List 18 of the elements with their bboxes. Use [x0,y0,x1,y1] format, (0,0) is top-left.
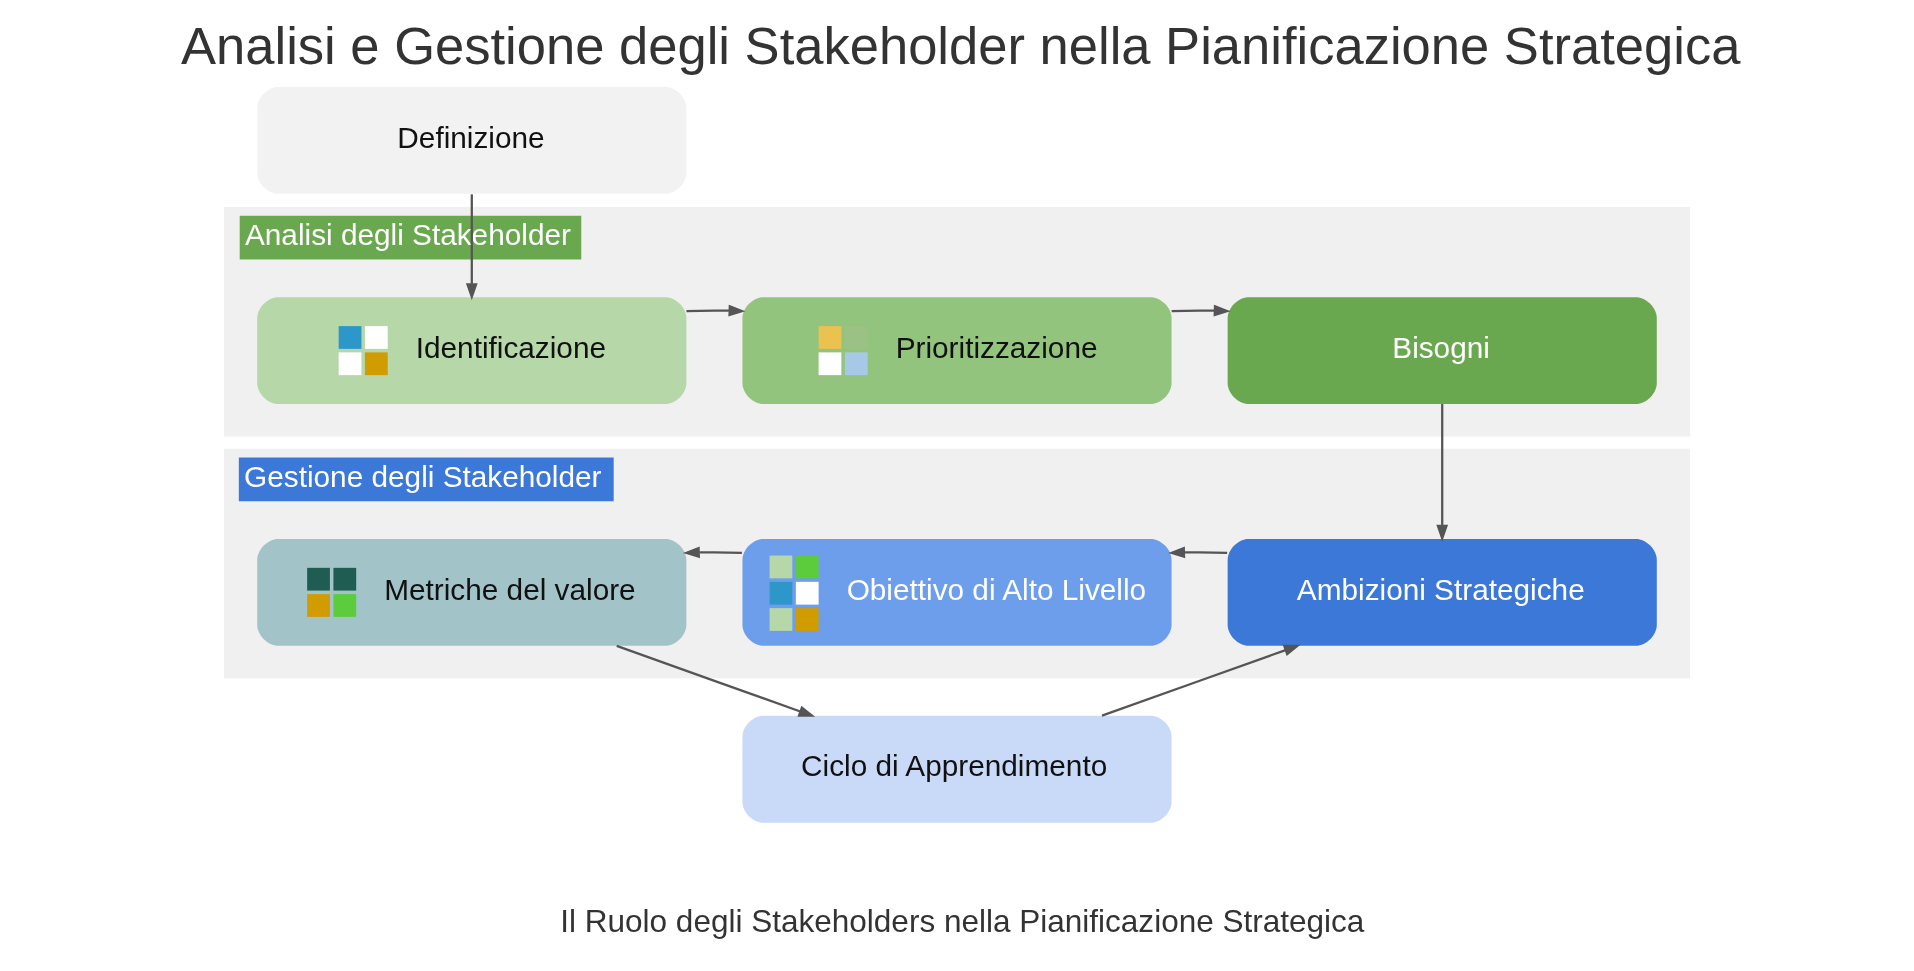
node-box: Definizione [257,87,687,194]
arrow [1101,644,1301,717]
node-box: Prioritizzazione [742,297,1172,405]
node-box: Obiettivo di Alto Livello [742,538,1172,646]
node-box: Identificazione [257,297,687,405]
arrow [683,546,742,559]
caption: Il Ruolo degli Stakeholders nella Pianificazione Strategica [560,903,1365,939]
arrow [686,304,746,317]
arrow [616,644,816,717]
diagram-title: Analisi e Gestione degli Stakeholder nella Pianificazione Strategica [181,16,1741,76]
arrow [1436,404,1449,542]
arrow [1168,546,1228,559]
arrow [1171,304,1231,317]
node-box: Ambizioni Strategiche [1227,538,1657,646]
node-box: Bisogni [1227,297,1657,405]
arrow [465,194,478,301]
node-box: Ciclo di Apprendimento [742,715,1172,823]
node-box: Metriche del valore [257,538,687,646]
